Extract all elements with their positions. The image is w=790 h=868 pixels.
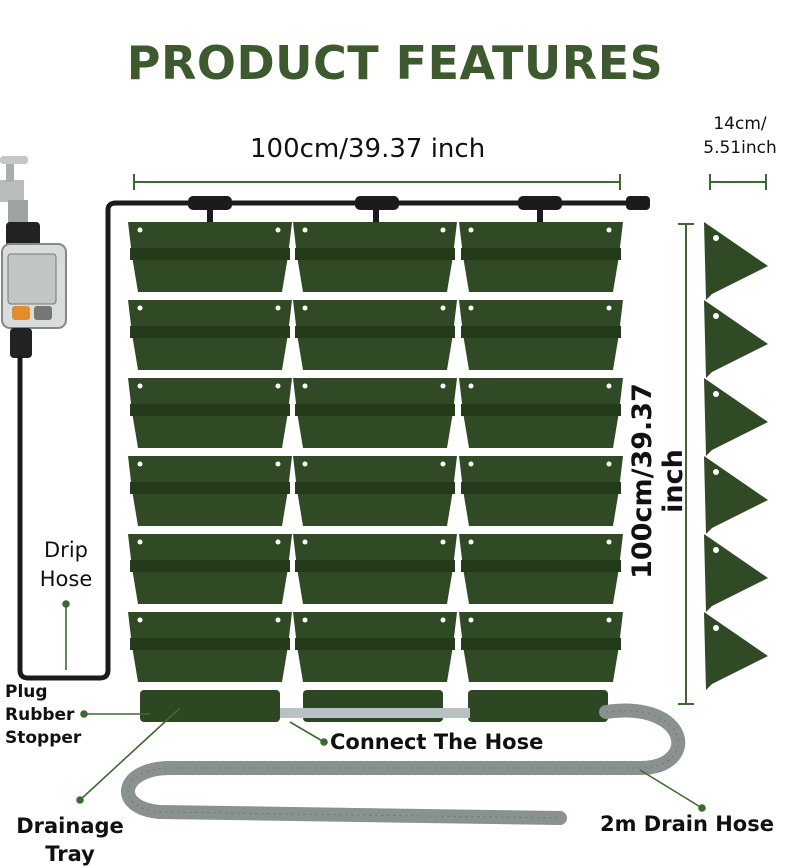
planter-grid (128, 222, 623, 682)
drainage-tray-label: Drainage Tray (14, 812, 126, 868)
planter-pot (459, 222, 623, 292)
side-profile-pot (704, 222, 768, 300)
planter-pot (128, 534, 292, 604)
planter-pot (293, 612, 457, 682)
planter-pot (459, 378, 623, 448)
plug-label-line-3: Stopper (5, 728, 82, 748)
planter-pot (293, 222, 457, 292)
planter-pot (128, 300, 292, 370)
side-profile-hole (713, 313, 719, 319)
drain-hose-label: 2m Drain Hose (600, 812, 774, 836)
side-profile-pot (704, 300, 768, 378)
planter-pot (293, 300, 457, 370)
planter-pot (128, 456, 292, 526)
depth-line-1: 14cm/ (713, 114, 767, 134)
width-dimension-line (133, 174, 621, 190)
drain-hose-ribs (127, 710, 679, 819)
side-profile-hole (713, 547, 719, 553)
drip-hose-label: Drip Hose (28, 536, 104, 594)
drip-emitters (188, 196, 650, 232)
side-profile-pot (704, 456, 768, 534)
connect-pipe (280, 708, 470, 718)
drain-hose (121, 703, 686, 825)
side-profile-view (704, 222, 768, 690)
side-profile-hole (713, 469, 719, 475)
drip-hose (17, 200, 640, 681)
drip-hose-label-line-1: Drip (44, 538, 88, 562)
planter-pot (128, 222, 292, 292)
height-dimension-line (678, 223, 694, 705)
drainage-tray-label-line-2: Tray (45, 842, 95, 866)
side-profile-pot (704, 612, 768, 690)
planter-pot (459, 534, 623, 604)
depth-line-2: 5.51inch (703, 138, 777, 158)
width-dimension-label: 100cm/39.37 inch (250, 134, 486, 164)
connect-hose-label: Connect The Hose (330, 730, 544, 754)
side-profile-pot (704, 534, 768, 612)
faucet-icon (0, 156, 28, 224)
plug-label-line-2: Rubber (5, 705, 75, 725)
planter-pot (459, 612, 623, 682)
side-profile-hole (713, 391, 719, 397)
callout-leaders (62, 600, 706, 812)
plug-label-line-1: Plug (5, 682, 48, 702)
page-title: PRODUCT FEATURES (126, 36, 664, 90)
side-profile-hole (713, 625, 719, 631)
planter-pot (128, 612, 292, 682)
planter-pot (293, 378, 457, 448)
depth-dimension-label: 14cm/ 5.51inch (690, 112, 790, 160)
side-profile-pot (704, 378, 768, 456)
planter-pot (128, 378, 292, 448)
planter-pot (459, 456, 623, 526)
side-profile-hole (713, 235, 719, 241)
planter-pot (293, 534, 457, 604)
water-timer-icon (1, 222, 67, 358)
plug-rubber-stopper-label: Plug Rubber Stopper (5, 681, 81, 750)
drip-hose-label-line-2: Hose (39, 567, 93, 591)
planter-pot (293, 456, 457, 526)
depth-dimension-line (709, 174, 767, 190)
planter-pot (459, 300, 623, 370)
drainage-tray-label-line-1: Drainage (16, 814, 124, 838)
